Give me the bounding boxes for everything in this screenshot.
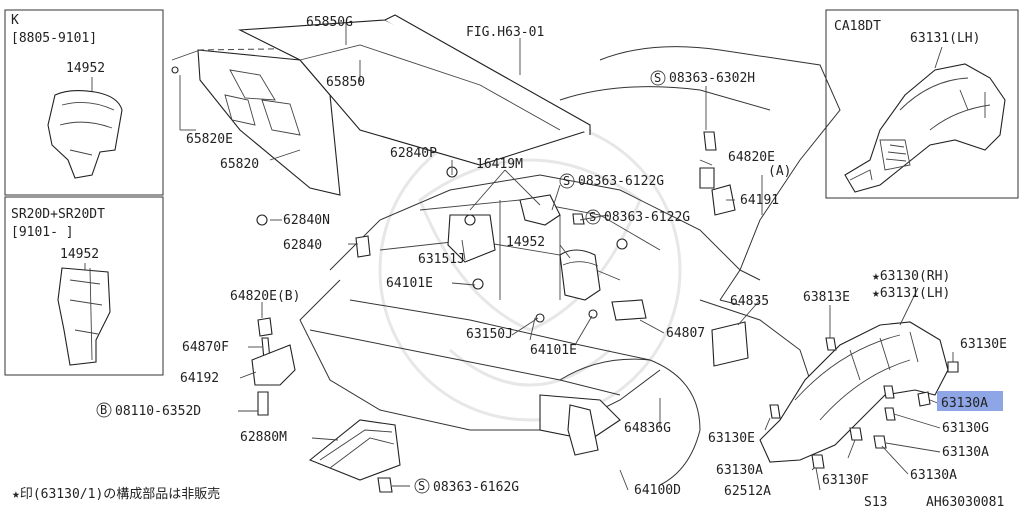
label-08110-6352d: 08110-6352D	[115, 404, 201, 419]
label-64100d: 64100D	[634, 483, 681, 498]
label-65820e: 65820E	[186, 132, 233, 147]
label-64836g: 64836G	[624, 421, 671, 436]
label-14952: 14952	[506, 235, 545, 250]
label-62880m: 62880M	[240, 430, 287, 445]
label-63131-lh: ★63131(LH)	[872, 286, 950, 301]
label-63130f: 63130F	[822, 473, 869, 488]
inset-k: K [8805-9101] 14952	[4, 9, 164, 196]
label-63130g: 63130G	[942, 421, 989, 436]
air-guide	[308, 419, 401, 493]
label-64191: 64191	[740, 193, 779, 208]
inset-k-range: [8805-9101]	[11, 31, 97, 46]
label-64835: 64835	[730, 294, 769, 309]
inset-sr-part: 14952	[60, 247, 99, 262]
highlight-63130a	[937, 391, 1003, 411]
inset-sr-model: SR20D+SR20DT	[11, 207, 105, 222]
label-64870f: 64870F	[182, 340, 229, 355]
label-08363-6162g: 08363-6162G	[433, 480, 519, 495]
inset-sr-range: [9101- ]	[11, 225, 74, 240]
s-mark-3: S	[589, 210, 596, 224]
label-63130a-d: 63130A	[716, 463, 763, 478]
body-shell	[299, 46, 841, 486]
inset-ca18dt: CA18DT 63131(LH)	[825, 9, 1019, 199]
figure-code-left: S13	[864, 495, 887, 510]
label-16419m: 16419M	[476, 157, 523, 172]
label-63130e-a: 63130E	[960, 337, 1007, 352]
label-63130a-highlighted[interactable]: 63130A	[941, 396, 988, 411]
label-63813e: 63813E	[803, 290, 850, 305]
label-62840: 62840	[283, 238, 322, 253]
label-64820e: 64820E	[728, 150, 775, 165]
bay-components	[256, 131, 749, 367]
s-mark-1: S	[654, 71, 661, 85]
label-08363-6302h: 08363-6302H	[669, 71, 755, 86]
inset-k-model: K	[11, 13, 19, 28]
label-64820e-b: 64820E(B)	[230, 289, 300, 304]
inset-ca-part: 63131(LH)	[910, 31, 980, 46]
hood	[237, 14, 592, 166]
label-64101e-b: 64101E	[530, 343, 577, 358]
part-labels: FIG.H63-01 65850G 65850 65820E 65820 628…	[12, 15, 1007, 510]
label-64192: 64192	[180, 371, 219, 386]
inset-k-part: 14952	[66, 61, 105, 76]
label-65850g: 65850G	[306, 15, 353, 30]
label-63130a-b: 63130A	[942, 445, 989, 460]
s-mark-2: S	[563, 174, 570, 188]
label-ref-a: (A)	[768, 164, 791, 179]
label-65820: 65820	[220, 157, 259, 172]
figure-code-right: AH63030081	[926, 495, 1004, 510]
s-mark-4: S	[418, 479, 425, 493]
figure-title: FIG.H63-01	[466, 25, 544, 40]
label-62840p: 62840P	[390, 146, 437, 161]
fender-protector	[759, 321, 959, 469]
label-63130a-c: 63130A	[910, 468, 957, 483]
label-08363-6122g-b: 08363-6122G	[604, 210, 690, 225]
label-63150j: 63150J	[466, 327, 513, 342]
label-65850: 65850	[326, 75, 365, 90]
inset-ca-model: CA18DT	[834, 19, 881, 34]
label-08363-6122g-a: 08363-6122G	[578, 174, 664, 189]
b-mark: B	[100, 403, 107, 417]
label-62840n: 62840N	[283, 213, 330, 228]
bracket-assembly	[251, 317, 296, 416]
leader-lines	[179, 22, 954, 491]
label-64101e-a: 64101E	[386, 276, 433, 291]
label-63130e-b: 63130E	[708, 431, 755, 446]
label-63130-rh: ★63130(RH)	[872, 269, 950, 284]
watermark-emblem	[378, 118, 682, 422]
label-63151j: 63151J	[418, 252, 465, 267]
label-62512a: 62512A	[724, 484, 771, 499]
inset-sr: SR20D+SR20DT [9101- ] 14952	[4, 196, 164, 376]
label-64807: 64807	[666, 326, 705, 341]
footnote: ★印(63130/1)の構成部品は非販売	[12, 486, 220, 502]
